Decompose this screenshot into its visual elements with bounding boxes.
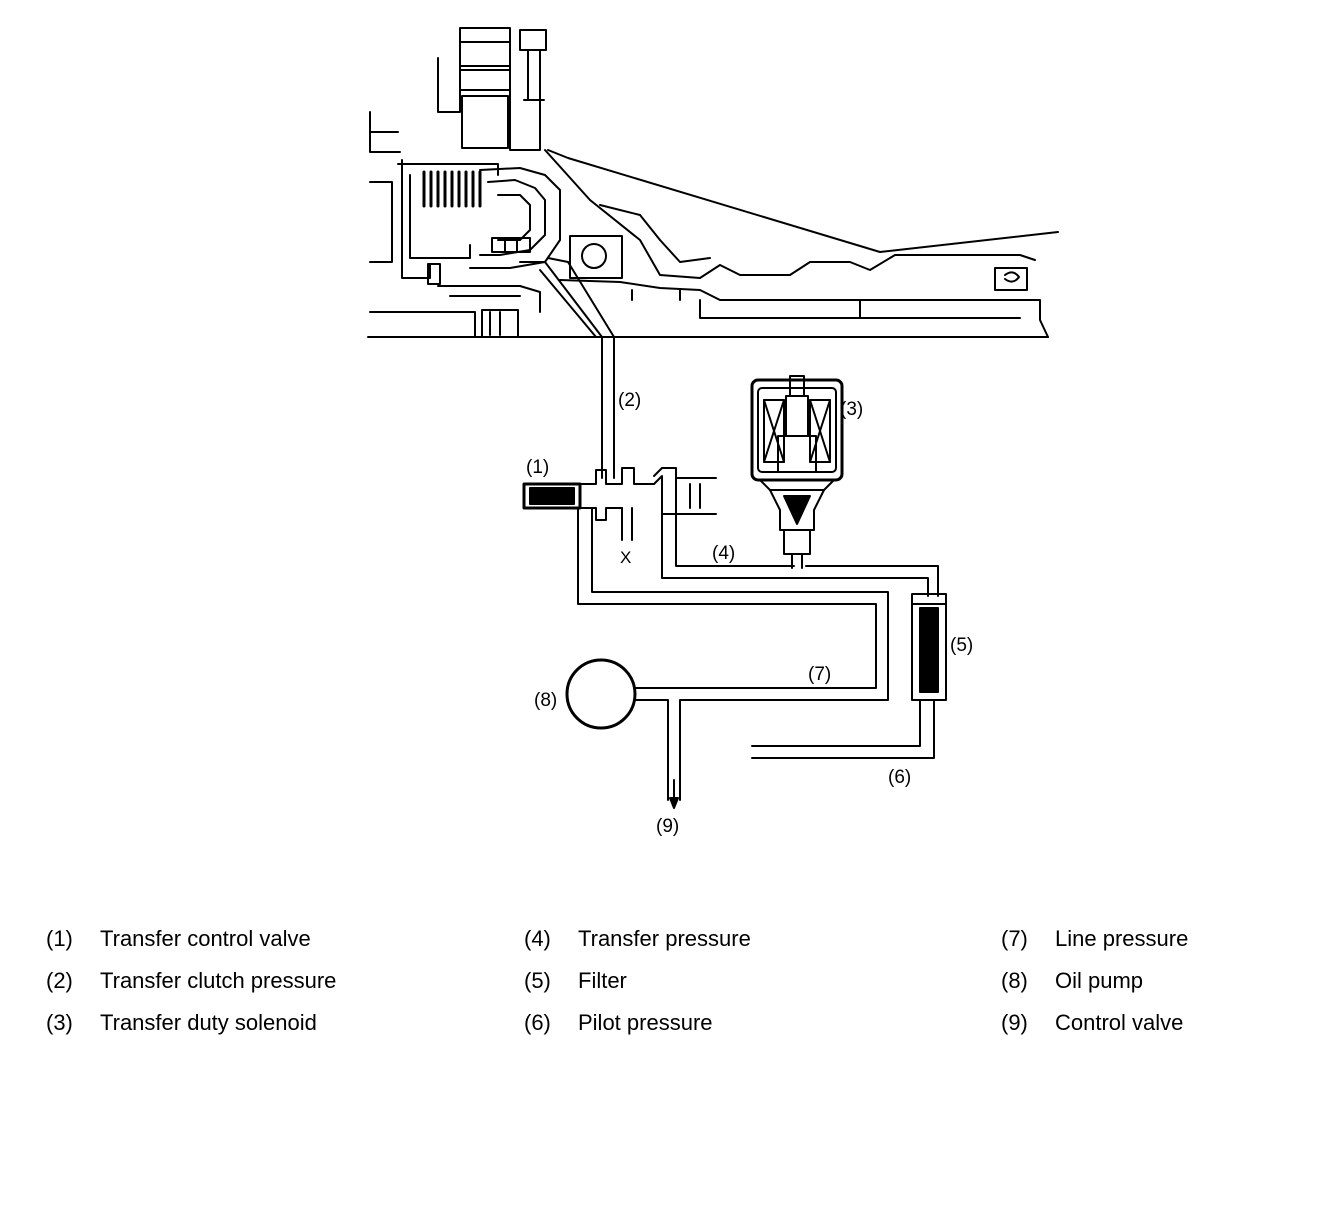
legend-number: (1)	[46, 926, 73, 951]
legend-number: (2)	[46, 968, 73, 993]
drain-x-mark: X	[620, 548, 631, 567]
legend-number: (7)	[1001, 926, 1028, 951]
callout-4: (4)	[712, 543, 735, 564]
legend-item: (3) Transfer duty solenoid	[46, 1002, 336, 1044]
legend-label: Transfer control valve	[100, 926, 311, 951]
legend-label: Transfer pressure	[578, 926, 751, 951]
callout-8: (8)	[534, 690, 557, 711]
callout-7: (7)	[808, 664, 831, 685]
legend-column-2: (4) Transfer pressure (5) Filter (6) Pil…	[524, 918, 751, 1044]
legend-column-1: (1) Transfer control valve (2) Transfer …	[46, 918, 336, 1044]
legend-item: (8) Oil pump	[1001, 960, 1188, 1002]
legend-item: (6) Pilot pressure	[524, 1002, 751, 1044]
arrow-to-control-valve	[669, 779, 679, 809]
legend-number: (3)	[46, 1010, 73, 1035]
clutch-plates	[422, 170, 482, 208]
callout-2: (2)	[618, 390, 641, 411]
legend-label: Transfer duty solenoid	[100, 1010, 317, 1035]
callout-6: (6)	[888, 767, 911, 788]
transfer-duty-solenoid	[750, 375, 844, 569]
legend-item: (1) Transfer control valve	[46, 918, 336, 960]
legend-number: (8)	[1001, 968, 1028, 993]
oil-lines	[577, 507, 939, 801]
legend-column-3: (7) Line pressure (8) Oil pump (9) Contr…	[1001, 918, 1188, 1044]
legend-number: (9)	[1001, 1010, 1028, 1035]
hydraulic-circuit-diagram: (1) (2) (3) (4) (5) (6) (7) (8) (9) X	[367, 27, 1059, 837]
legend-item: (9) Control valve	[1001, 1002, 1188, 1044]
legend-label: Transfer clutch pressure	[100, 968, 337, 993]
legend-item: (7) Line pressure	[1001, 918, 1188, 960]
transfer-control-valve	[522, 467, 717, 541]
legend-label: Line pressure	[1055, 926, 1189, 951]
transfer-clutch-assembly	[367, 27, 1059, 479]
legend-label: Pilot pressure	[578, 1010, 713, 1035]
legend-item: (5) Filter	[524, 960, 751, 1002]
callout-9: (9)	[656, 816, 679, 837]
legend-item: (2) Transfer clutch pressure	[46, 960, 336, 1002]
legend-number: (4)	[524, 926, 551, 951]
legend-number: (6)	[524, 1010, 551, 1035]
callout-3: (3)	[840, 399, 863, 420]
legend-label: Oil pump	[1055, 968, 1144, 993]
filter	[911, 593, 947, 701]
legend-item: (4) Transfer pressure	[524, 918, 751, 960]
legend-label: Control valve	[1055, 1010, 1184, 1035]
legend-number: (5)	[524, 968, 551, 993]
callout-5: (5)	[950, 635, 973, 656]
oil-pump	[565, 658, 637, 730]
legend-label: Filter	[578, 968, 627, 993]
callout-1: (1)	[526, 457, 549, 478]
